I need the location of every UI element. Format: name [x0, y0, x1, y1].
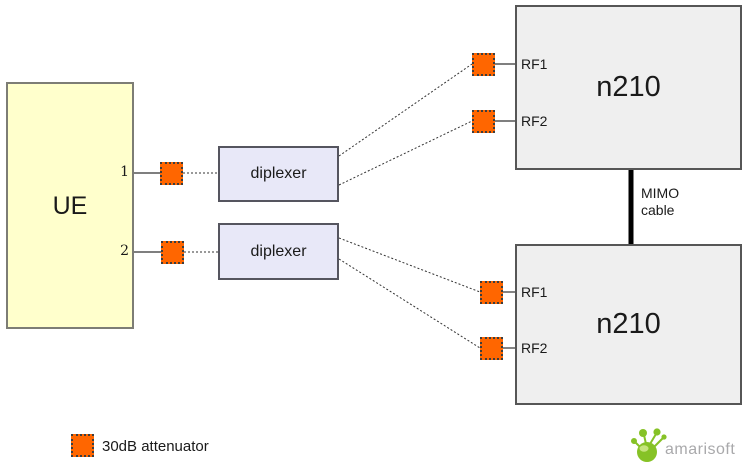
attenuator-n210-bottom-rf1: [480, 281, 503, 304]
n210-top-box: n210: [515, 5, 742, 170]
amarisoft-logo-text: amarisoft: [665, 441, 736, 458]
solid-wires: [134, 63, 515, 349]
mimo-cable-label: MIMO cable: [641, 185, 679, 219]
n210-top-label: n210: [596, 71, 661, 103]
amarisoft-logo: amarisoft: [629, 426, 744, 466]
amarisoft-logo-icon: [631, 428, 667, 462]
mimo-cable-label-line2: cable: [641, 202, 675, 218]
legend-attenuator-label: 30dB attenuator: [102, 438, 209, 455]
n210-bottom-box: n210: [515, 244, 742, 405]
diplexer1-box: diplexer: [218, 146, 339, 202]
attenuator-n210-bottom-rf2: [480, 337, 503, 360]
diplexer2-box: diplexer: [218, 223, 339, 280]
legend-attenuator-swatch: [71, 434, 94, 457]
n210-top-rf2-label: RF2: [521, 113, 548, 129]
n210-bottom-rf2-label: RF2: [521, 340, 548, 356]
mimo-cable-label-line1: MIMO: [641, 185, 680, 201]
attenuator-n210-top-rf2: [472, 110, 495, 133]
n210-bottom-rf1-label: RF1: [521, 284, 548, 300]
n210-bottom-label: n210: [596, 308, 661, 340]
dotted-wires: [183, 63, 481, 349]
n210-top-rf1-label: RF1: [521, 56, 548, 72]
attenuator-ue-port1: [160, 162, 183, 185]
ue-box: UE: [6, 82, 134, 329]
attenuator-ue-port2: [161, 241, 184, 264]
ue-label: UE: [52, 192, 88, 220]
diplexer1-label: diplexer: [250, 165, 307, 182]
attenuator-n210-top-rf1: [472, 53, 495, 76]
ue-port1-label: 1: [120, 164, 129, 180]
diplexer2-label: diplexer: [250, 242, 307, 260]
ue-port2-label: 2: [120, 243, 129, 259]
